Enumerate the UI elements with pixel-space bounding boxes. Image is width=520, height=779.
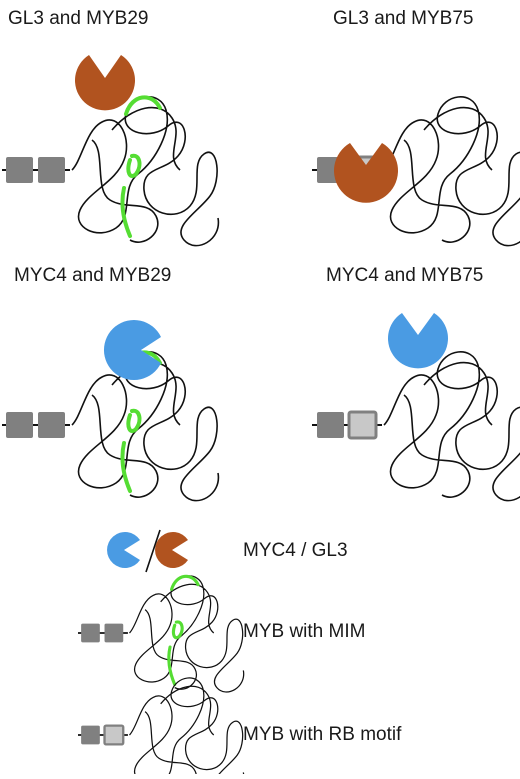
legend-mim-label: MYB with MIM xyxy=(243,621,365,642)
legend-rb-row xyxy=(78,677,245,779)
myc4-factor-icon xyxy=(107,532,140,568)
myb-domain-box xyxy=(6,412,33,438)
myb-domain-box xyxy=(81,725,100,745)
panel-title: GL3 and MYB29 xyxy=(8,8,148,29)
myc4-factor-icon xyxy=(103,320,161,380)
myb-domain-box xyxy=(317,412,344,438)
myb29-protein xyxy=(2,350,220,502)
panel-title: MYC4 and MYB75 xyxy=(326,265,483,286)
panel-gl3-myb75: GL3 and MYB75 xyxy=(312,8,520,247)
panel-gl3-myb29: GL3 and MYB29 xyxy=(2,8,220,247)
myb-domain-box xyxy=(38,412,65,438)
legend-factors-row: MYC4 / GL3 xyxy=(107,529,348,573)
myb-domain-box xyxy=(104,623,124,643)
myb-domain-box xyxy=(6,157,33,183)
myb-domain-box xyxy=(81,623,100,643)
myb29-protein xyxy=(2,95,220,247)
panel-myc4-myb29: MYC4 and MYB29 xyxy=(2,265,220,502)
panel-title: GL3 and MYB75 xyxy=(333,8,473,29)
myb-domain-box xyxy=(38,157,65,183)
rb-motif-box xyxy=(347,410,378,440)
gl3-factor-icon xyxy=(155,531,188,568)
myc4-factor-icon xyxy=(388,313,448,369)
rb-motif-box xyxy=(103,724,125,746)
legend: MYC4 / GL3 MYB with MIM MYB with RB moti… xyxy=(78,529,402,779)
gl3-factor-icon xyxy=(334,143,398,203)
legend-slash xyxy=(145,529,161,573)
gl3-factor-icon xyxy=(75,55,135,111)
legend-rb-label: MYB with RB motif xyxy=(243,724,402,745)
legend-factors-label: MYC4 / GL3 xyxy=(243,540,348,561)
myb75-protein xyxy=(312,351,520,502)
legend-mim-row xyxy=(78,574,245,693)
panel-myc4-myb75: MYC4 and MYB75 xyxy=(312,265,520,502)
panel-title: MYC4 and MYB29 xyxy=(14,265,171,286)
